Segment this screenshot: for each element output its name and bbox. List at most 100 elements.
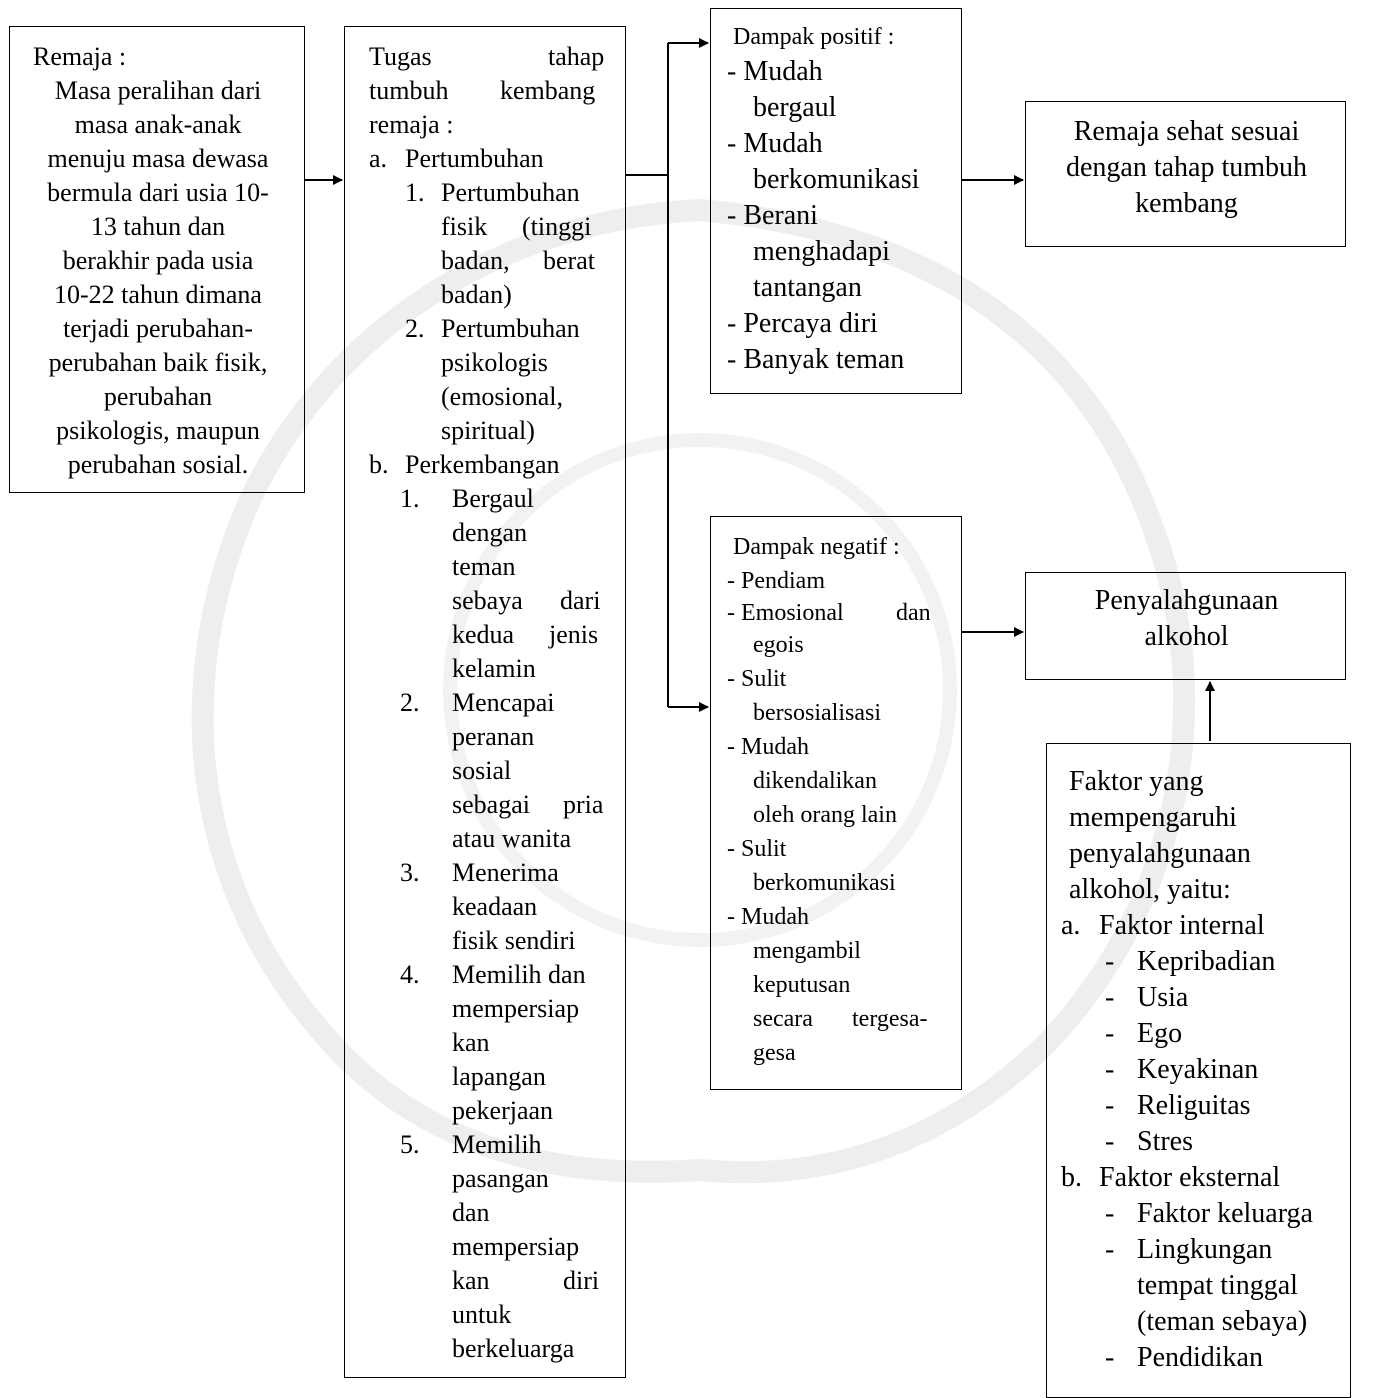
remaja-line: bermula dari usia 10- bbox=[47, 178, 269, 207]
positif-item: - Percaya diri bbox=[727, 308, 878, 339]
list-text: Pertumbuhan bbox=[441, 314, 580, 343]
list-text: sebagai bbox=[452, 790, 530, 819]
list-text: lapangan bbox=[452, 1062, 546, 1091]
list-text: Bergaul bbox=[452, 484, 534, 513]
list-text: kelamin bbox=[452, 654, 536, 683]
tugas-title-word: tahap bbox=[548, 42, 605, 71]
dash: - bbox=[1105, 1090, 1115, 1121]
positif-item: - Mudah bbox=[727, 56, 823, 87]
positif-item: - Mudah bbox=[727, 128, 823, 159]
list-text: spiritual) bbox=[441, 416, 535, 445]
positif-item: - Berani bbox=[727, 200, 818, 231]
dampak-negatif-title: Dampak negatif : bbox=[733, 534, 900, 560]
list-text: Menerima bbox=[452, 858, 559, 887]
negatif-item: - Pendiam bbox=[727, 568, 825, 594]
list-text: fisik bbox=[441, 212, 488, 241]
list-text: Memilih bbox=[452, 1130, 542, 1159]
dash: - bbox=[1105, 982, 1115, 1013]
negatif-item: egois bbox=[753, 632, 804, 658]
pertumbuhan-marker: a. bbox=[369, 144, 388, 173]
dash: - bbox=[1105, 1198, 1115, 1229]
tugas-box: Tugas tahap tumbuh kembang remaja : a. P… bbox=[344, 26, 626, 1378]
dash: - bbox=[1105, 1018, 1115, 1049]
dash: - bbox=[1105, 1054, 1115, 1085]
dampak-positif-box: Dampak positif : - Mudah bergaul - Mudah… bbox=[710, 8, 962, 394]
internal-item: Kepribadian bbox=[1137, 946, 1276, 977]
list-text: berkeluarga bbox=[452, 1334, 575, 1363]
negatif-item: mengambil bbox=[753, 938, 861, 964]
list-text: kan bbox=[452, 1266, 490, 1295]
eksternal-item: Faktor keluarga bbox=[1137, 1198, 1313, 1229]
penyalahgunaan-line: Penyalahgunaan bbox=[1094, 585, 1279, 616]
negatif-item: gesa bbox=[753, 1040, 796, 1066]
perkembangan-label: Perkembangan bbox=[405, 450, 560, 479]
negatif-item: bersosialisasi bbox=[753, 700, 881, 726]
list-text: diri bbox=[563, 1266, 600, 1295]
list-text: sebaya bbox=[452, 586, 523, 615]
internal-item: Usia bbox=[1137, 982, 1189, 1013]
faktor-title-line: mempengaruhi bbox=[1069, 802, 1237, 833]
list-text: berat bbox=[543, 246, 595, 275]
list-text: dan bbox=[452, 1198, 490, 1227]
list-text: badan) bbox=[441, 280, 512, 309]
list-text: pria bbox=[563, 790, 604, 819]
remaja-line: psikologis, maupun bbox=[56, 416, 260, 445]
penyalahgunaan-line: alkohol bbox=[1144, 621, 1229, 652]
list-text: dari bbox=[560, 586, 601, 615]
remaja-sehat-box: Remaja sehat sesuai dengan tahap tumbuh … bbox=[1025, 101, 1346, 247]
list-number: 5. bbox=[400, 1130, 420, 1159]
negatif-item: - Sulit bbox=[727, 666, 787, 692]
list-number: 2. bbox=[405, 314, 425, 343]
tugas-title-word: Tugas bbox=[369, 42, 432, 71]
remaja-line: berakhir pada usia bbox=[62, 246, 254, 275]
list-text: psikologis bbox=[441, 348, 548, 377]
remaja-line: terjadi perubahan- bbox=[63, 314, 253, 343]
list-number: 2. bbox=[400, 688, 420, 717]
eksternal-item: Pendidikan bbox=[1137, 1342, 1263, 1373]
negatif-item: - Emosional bbox=[727, 600, 844, 626]
remaja-sehat-line: kembang bbox=[1135, 188, 1238, 219]
negatif-item: secara bbox=[753, 1006, 813, 1032]
positif-item: berkomunikasi bbox=[753, 164, 920, 195]
remaja-line: 13 tahun dan bbox=[90, 212, 226, 241]
positif-item: menghadapi bbox=[753, 236, 890, 267]
negatif-item: oleh orang lain bbox=[753, 802, 897, 828]
remaja-line: perubahan sosial. bbox=[67, 450, 249, 479]
eksternal-item: Lingkungan bbox=[1137, 1234, 1273, 1265]
negatif-item: berkomunikasi bbox=[753, 870, 896, 896]
negatif-item: - Mudah bbox=[727, 734, 809, 760]
remaja-line: perubahan baik fisik, bbox=[48, 348, 268, 377]
eksternal-label: Faktor eksternal bbox=[1099, 1162, 1281, 1193]
list-text: jenis bbox=[549, 620, 599, 649]
dash: - bbox=[1105, 1234, 1115, 1265]
list-text: Pertumbuhan bbox=[441, 178, 580, 207]
remaja-line: 10-22 tahun dimana bbox=[54, 280, 262, 309]
eksternal-marker: b. bbox=[1061, 1162, 1082, 1193]
eksternal-item: (teman sebaya) bbox=[1137, 1306, 1308, 1337]
pertumbuhan-label: Pertumbuhan bbox=[405, 144, 544, 173]
list-text: Memilih dan bbox=[452, 960, 586, 989]
remaja-line: masa anak-anak bbox=[74, 110, 242, 139]
list-text: dengan bbox=[452, 518, 528, 547]
internal-item: Religuitas bbox=[1137, 1090, 1251, 1121]
remaja-title: Remaja : bbox=[33, 42, 127, 71]
positif-item: - Banyak teman bbox=[727, 344, 905, 375]
list-text: mempersiap bbox=[452, 1232, 580, 1261]
faktor-title-line: alkohol, yaitu: bbox=[1069, 874, 1231, 905]
faktor-title-line: Faktor yang bbox=[1069, 766, 1204, 797]
internal-item: Ego bbox=[1137, 1018, 1183, 1049]
negatif-item: dikendalikan bbox=[753, 768, 877, 794]
list-text: kedua bbox=[452, 620, 515, 649]
negatif-item: tergesa- bbox=[852, 1006, 928, 1032]
internal-marker: a. bbox=[1061, 910, 1081, 941]
list-text: fisik sendiri bbox=[452, 926, 576, 955]
internal-item: Stres bbox=[1137, 1126, 1193, 1157]
list-text: mempersiap bbox=[452, 994, 580, 1023]
negatif-item: dan bbox=[896, 600, 931, 626]
dash: - bbox=[1105, 946, 1115, 977]
list-number: 3. bbox=[400, 858, 420, 887]
positif-item: tantangan bbox=[753, 272, 862, 303]
list-text: Mencapai bbox=[452, 688, 555, 717]
remaja-line: perubahan bbox=[103, 382, 213, 411]
negatif-item: keputusan bbox=[753, 972, 851, 998]
